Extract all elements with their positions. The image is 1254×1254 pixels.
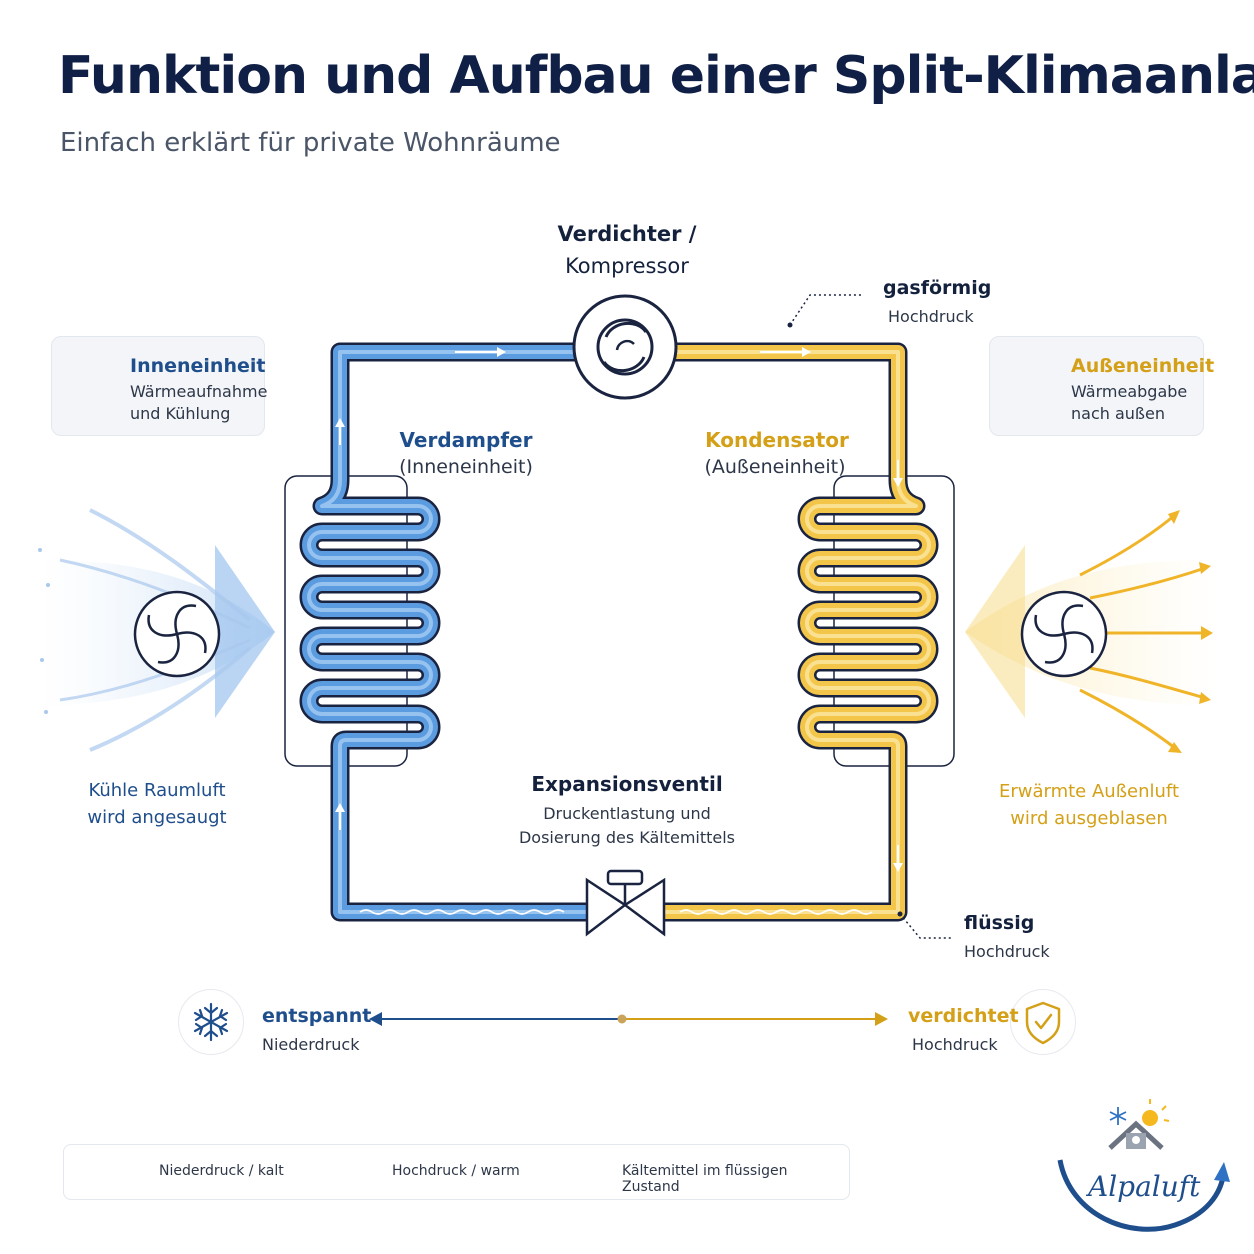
expansion-valve-icon [585,869,666,937]
page-subtitle: Einfach erklärt für private Wohnräume [60,128,561,158]
indoor-fan-icon [133,590,221,678]
expansion-valve-line1: Druckentlastung und [543,804,711,823]
low-pressure-badge [178,989,244,1055]
legend-low-pressure: Niederdruck / kalt [159,1163,284,1179]
gas-state-sub: Hochdruck [888,307,974,326]
outdoor-fan-icon [1020,590,1108,678]
legend-liquid-state: Kältemittel im flüssigen Zustand [622,1163,788,1195]
warm-air-line2: wird ausgeblasen [1010,808,1168,829]
evaporator-sub: (Inneneinheit) [399,456,533,478]
high-pressure-title: verdichtet [908,1005,1019,1027]
indoor-unit-line2: und Kühlung [130,404,231,423]
low-pressure-sub: Niederdruck [262,1035,360,1054]
legend: Niederdruck / kalt Hochdruck / warm Kält… [63,1144,850,1200]
compressor-label-line1: Verdichter / [557,222,697,246]
outdoor-unit-line1: Wärmeabgabe [1071,382,1188,401]
cool-air-line1: Kühle Raumluft [88,780,226,801]
expansion-valve-line2: Dosierung des Kältemittels [518,828,736,847]
expansion-valve-title: Expansionsventil [531,772,723,796]
brand-name: Alpaluft [1088,1170,1201,1203]
condenser-sub: (Außeneinheit) [704,456,846,478]
compressor-label-line2: Kompressor [565,254,689,278]
compressor-icon [572,294,678,400]
flow-arrows [335,347,903,872]
liquid-state-sub: Hochdruck [964,942,1050,961]
state-leader-lines [789,294,952,939]
refrigerant-loop [299,342,939,922]
evaporator-title: Verdampfer [399,428,533,452]
indoor-unit-card: Inneneinheit Wärmeaufnahme und Kühlung [51,336,268,436]
condenser-title: Kondensator [705,428,849,452]
low-pressure-title: entspannt [262,1005,372,1027]
page-title: Funktion und Aufbau einer Split-Klimaanl… [58,46,1254,106]
liquid-wave-markers [359,909,873,915]
high-pressure-sub: Hochdruck [912,1035,998,1054]
gas-state-title: gasförmig [883,277,992,299]
pressure-scale-arrow [369,1012,888,1026]
high-pressure-badge [1010,989,1076,1055]
cool-air-line2: wird angesaugt [87,807,227,828]
indoor-unit-title: Inneneinheit [130,355,266,377]
outdoor-unit-line2: nach außen [1071,404,1165,423]
outdoor-unit-title: Außeneinheit [1071,355,1215,377]
brand-logo-icon [1057,1099,1230,1232]
warm-air-line1: Erwärmte Außenluft [998,781,1180,802]
legend-high-pressure: Hochdruck / warm [392,1163,520,1179]
liquid-state-title: flüssig [964,912,1035,934]
outdoor-unit-card: Außeneinheit Wärmeabgabe nach außen [989,336,1214,436]
indoor-unit-line1: Wärmeaufnahme [130,382,268,401]
